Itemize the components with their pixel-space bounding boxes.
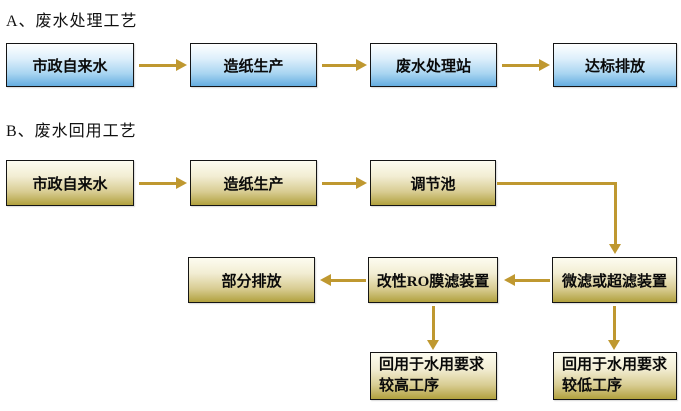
arrow-right-icon bbox=[139, 59, 187, 72]
arrow-down-icon bbox=[609, 244, 621, 254]
reuse-low-line2: 较低工序 bbox=[562, 378, 623, 394]
arrow-right-icon bbox=[322, 59, 367, 72]
flow-box-micro-ultra-filtration: 微滤或超滤装置 bbox=[552, 257, 677, 303]
arrow-left-icon bbox=[320, 274, 366, 287]
flow-box-tap-water-a: 市政自来水 bbox=[6, 43, 134, 87]
reuse-high-line1: 回用于水用要求 bbox=[379, 357, 485, 373]
elbow-connector-horizontal bbox=[497, 182, 617, 185]
flow-box-standard-discharge: 达标排放 bbox=[553, 43, 677, 87]
flow-box-partial-discharge: 部分排放 bbox=[188, 257, 315, 303]
arrow-down-icon bbox=[608, 306, 621, 350]
reuse-high-line2: 较高工序 bbox=[379, 378, 440, 394]
flow-box-paper-production-b: 造纸生产 bbox=[190, 160, 317, 206]
arrow-right-icon bbox=[322, 177, 367, 190]
section-a-title: A、废水处理工艺 bbox=[6, 13, 138, 30]
flow-box-tap-water-b: 市政自来水 bbox=[6, 160, 134, 206]
reuse-low-line1: 回用于水用要求 bbox=[562, 357, 668, 373]
arrow-left-icon bbox=[504, 274, 550, 287]
flow-box-paper-production-a: 造纸生产 bbox=[190, 43, 317, 87]
flow-box-reuse-low-demand: 回用于水用要求 较低工序 bbox=[553, 352, 677, 400]
flow-box-modified-ro-membrane: 改性RO膜滤装置 bbox=[368, 257, 498, 303]
flow-box-reuse-high-demand: 回用于水用要求 较高工序 bbox=[370, 352, 497, 400]
arrow-right-icon bbox=[502, 59, 550, 72]
section-b-title: B、废水回用工艺 bbox=[6, 123, 137, 140]
flow-box-wastewater-station: 废水处理站 bbox=[370, 43, 497, 87]
arrow-down-icon bbox=[427, 306, 440, 350]
flow-box-regulating-tank: 调节池 bbox=[370, 160, 496, 206]
elbow-connector-vertical bbox=[614, 182, 617, 244]
arrow-right-icon bbox=[139, 177, 187, 190]
